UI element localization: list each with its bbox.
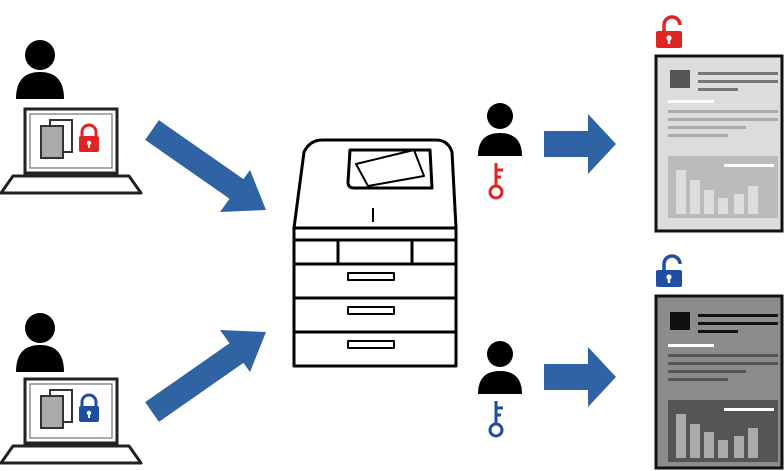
top-user-icon: [16, 40, 64, 99]
bottom-printed-document-icon: [656, 296, 782, 468]
bottom-document-stack-icon: [41, 390, 72, 428]
arrow-to-top-document-icon: [544, 114, 616, 174]
top-key-icon: [490, 163, 503, 198]
bottom-right-user-icon: [478, 341, 522, 394]
top-laptop-icon: [1, 109, 141, 193]
arrow-bottom-left-to-printer-icon: [152, 330, 266, 412]
top-document-stack-icon: [41, 120, 72, 158]
bottom-key-icon: [490, 401, 503, 436]
top-open-lock-icon: [656, 17, 682, 48]
printer-icon: [294, 140, 456, 366]
arrow-to-bottom-document-icon: [544, 347, 616, 407]
bottom-user-icon: [16, 313, 64, 372]
bottom-laptop-icon: [1, 379, 141, 463]
bottom-open-lock-icon: [656, 256, 682, 287]
top-right-user-icon: [478, 103, 522, 156]
top-printed-document-icon: [656, 56, 782, 231]
arrow-top-left-to-printer-icon: [152, 130, 266, 212]
